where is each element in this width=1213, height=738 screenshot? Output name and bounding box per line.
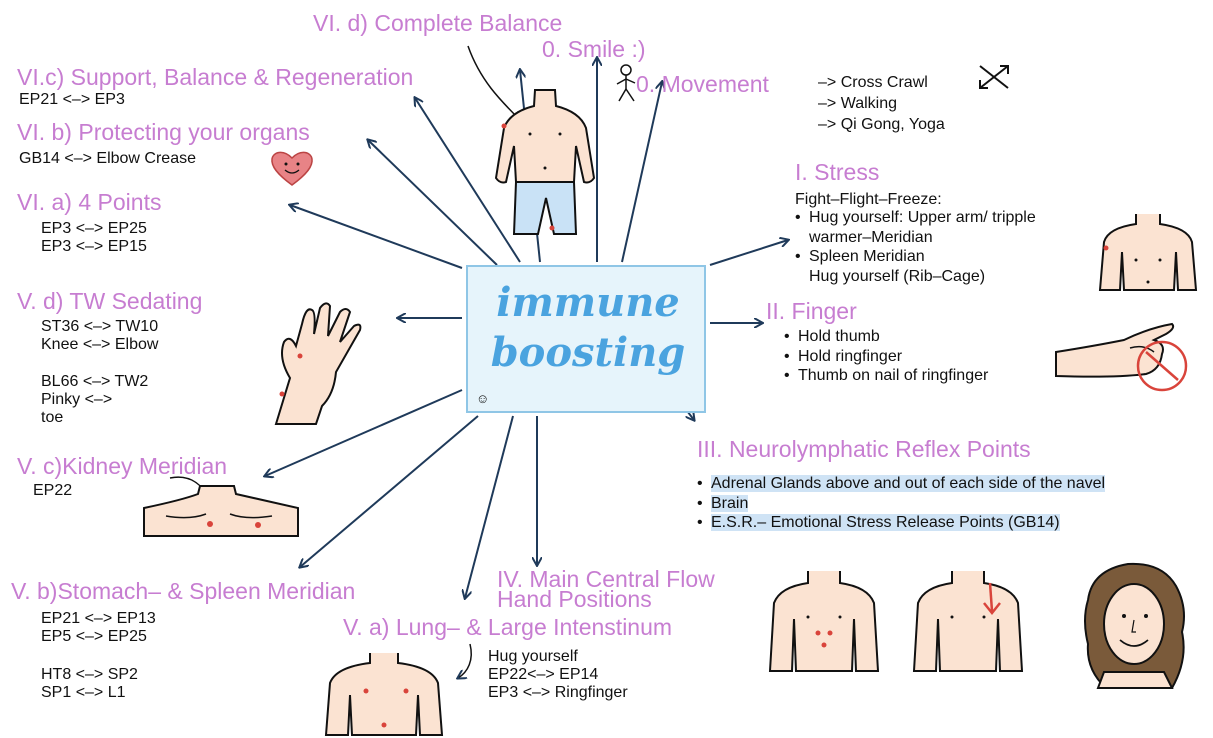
neuro-item-2-text: Brain [711, 495, 748, 512]
heading-stomach: V. b)Stomach– & Spleen Meridian [11, 580, 355, 603]
finger-hand-illustration [1054, 318, 1199, 396]
neuro-list: Adrenal Glands above and out of each sid… [697, 474, 1192, 533]
heading-lung: V. a) Lung– & Large Intenstinum [343, 616, 672, 639]
tw-line-1: ST36 <–> TW10 [41, 317, 158, 337]
stress-intro: Fight–Flight–Freeze: [795, 190, 942, 210]
heading-kidney: V. c)Kidney Meridian [17, 455, 227, 478]
stick-figure-icon [614, 64, 638, 104]
finger-item-1: Hold thumb [784, 327, 988, 347]
lung-line-3: EP3 <–> Ringfinger [488, 683, 628, 703]
heading-tw: V. d) TW Sedating [17, 290, 202, 313]
neuro-torso-1-illustration [768, 569, 880, 673]
neuro-item-3: E.S.R.– Emotional Stress Release Points … [697, 513, 1192, 533]
kidney-collarbone-illustration [142, 484, 300, 538]
neuro-item-2: Brain [697, 494, 1192, 514]
neuro-item-3-text: E.S.R.– Emotional Stress Release Points … [711, 514, 1060, 531]
heading-complete-balance: VI. d) Complete Balance [313, 12, 562, 35]
support-text: EP21 <–> EP3 [19, 90, 125, 110]
heading-stress: I. Stress [795, 161, 879, 184]
stress-torso-illustration [1098, 212, 1198, 292]
tw-line-2: Knee <–> Elbow [41, 335, 158, 355]
stress-item-1: Hug yourself: Upper arm/ tripple warmer–… [795, 208, 1055, 247]
protect-text: GB14 <–> Elbow Crease [19, 149, 196, 169]
arrow-protect [368, 140, 497, 265]
heading-support: VI.c) Support, Balance & Regeneration [17, 66, 413, 89]
arrow-movement [622, 82, 662, 262]
arrow-four-points [290, 205, 462, 268]
heading-finger: II. Finger [766, 300, 857, 323]
finger-item-3: Thumb on nail of ringfinger [784, 366, 988, 386]
kidney-text: EP22 [33, 481, 72, 501]
face-illustration [1076, 560, 1194, 690]
heading-four-points: VI. a) 4 Points [17, 191, 161, 214]
tw-line-6: toe [41, 408, 63, 428]
four-points-line-2: EP3 <–> EP15 [41, 237, 147, 257]
movement-item-1: –> Cross Crawl [818, 73, 928, 93]
heading-protect: VI. b) Protecting your organs [17, 121, 310, 144]
center-title-line2: boosting [468, 333, 708, 373]
finger-list: Hold thumb Hold ringfinger Thumb on nail… [784, 327, 988, 386]
four-points-line-1: EP3 <–> EP25 [41, 219, 147, 239]
lung-line-1: Hug yourself [488, 647, 578, 667]
center-box: immune boosting ☺ [466, 265, 706, 413]
stress-list: Hug yourself: Upper arm/ tripple warmer–… [795, 208, 1055, 286]
tw-line-5: Pinky <–> [41, 390, 112, 410]
heading-neuro: III. Neurolymphatic Reflex Points [697, 438, 1031, 461]
hand-illustration [256, 298, 368, 430]
heading-movement: 0. Movement [636, 73, 769, 96]
heading-smile: 0. Smile :) [542, 38, 646, 61]
arrow-lung-curve [458, 644, 471, 678]
movement-item-2: –> Walking [818, 94, 897, 114]
arrow-stress [710, 240, 788, 265]
standing-torso-illustration [490, 88, 600, 236]
smiley-icon: ☺ [476, 391, 489, 406]
heading-central-2: Hand Positions [497, 588, 652, 611]
heart-icon [269, 148, 315, 188]
stomach-line-1: EP21 <–> EP13 [41, 609, 156, 629]
stomach-line-5: SP1 <–> L1 [41, 683, 126, 703]
stress-item-2: Spleen Meridian Hug yourself (Rib–Cage) [795, 247, 1055, 286]
lung-torso-illustration [324, 651, 444, 737]
tw-line-4: BL66 <–> TW2 [41, 372, 148, 392]
arrow-stomach [300, 416, 478, 567]
neuro-item-1-text: Adrenal Glands above and out of each sid… [711, 475, 1105, 492]
neuro-item-1: Adrenal Glands above and out of each sid… [697, 474, 1192, 494]
stomach-line-2: EP5 <–> EP25 [41, 627, 147, 647]
cross-crawl-icon [976, 62, 1012, 92]
neuro-torso-2-illustration [912, 569, 1024, 673]
movement-item-3: –> Qi Gong, Yoga [818, 115, 945, 135]
finger-item-2: Hold ringfinger [784, 347, 988, 367]
center-title-line1: immune [468, 283, 708, 323]
lung-line-2: EP22<–> EP14 [488, 665, 598, 685]
stomach-line-4: HT8 <–> SP2 [41, 665, 138, 685]
